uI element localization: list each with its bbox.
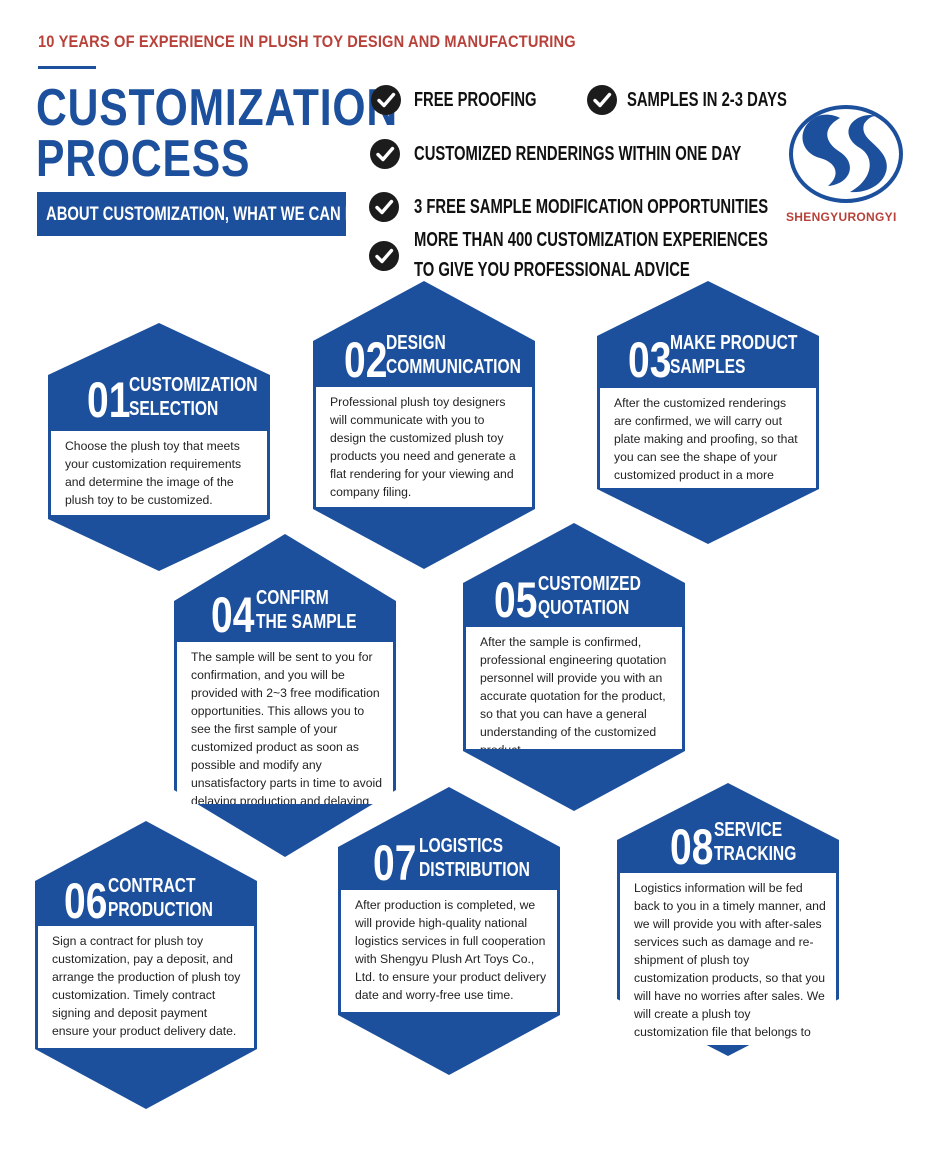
step-description: After the customized renderings are conf… xyxy=(600,388,816,488)
check-circle-icon xyxy=(371,85,401,115)
step-title-line2: COMMUNICATION xyxy=(386,356,521,378)
step-number: 07 xyxy=(373,835,417,891)
step-title-line1: CONTRACT xyxy=(108,875,196,897)
step-number: 08 xyxy=(670,819,714,875)
feature-samples-days: SAMPLES IN 2-3 DAYS xyxy=(627,89,787,111)
step-title-line1: DESIGN xyxy=(386,332,446,354)
step-card-03: 03 MAKE PRODUCT SAMPLES After the custom… xyxy=(596,280,820,545)
check-circle-icon xyxy=(369,241,399,271)
step-title-line1: MAKE PRODUCT xyxy=(670,332,798,354)
step-number: 01 xyxy=(87,372,131,428)
check-circle-icon xyxy=(370,139,400,169)
about-banner: ABOUT CUSTOMIZATION, WHAT WE CAN DO xyxy=(37,192,367,236)
page-title-line2: PROCESS xyxy=(36,130,251,188)
step-description: Choose the plush toy that meets your cus… xyxy=(51,431,267,515)
about-banner-text: ABOUT CUSTOMIZATION, WHAT WE CAN DO xyxy=(46,204,368,225)
step-title-line2: DISTRIBUTION xyxy=(419,859,530,881)
check-circle-icon xyxy=(587,85,617,115)
step-description: Logistics information will be fed back t… xyxy=(620,873,836,1045)
tagline: 10 YEARS OF EXPERIENCE IN PLUSH TOY DESI… xyxy=(38,32,576,51)
step-title-line1: CONFIRM xyxy=(256,587,329,609)
step-card-05: 05 CUSTOMIZED QUOTATION After the sample… xyxy=(462,522,686,812)
step-description: Professional plush toy designers will co… xyxy=(316,387,532,507)
step-title-line2: THE SAMPLE xyxy=(256,611,357,633)
step-title-line2: TRACKING xyxy=(714,843,797,865)
step-card-02: 02 DESIGN COMMUNICATION Professional plu… xyxy=(312,280,536,570)
step-card-01: 01 CUSTOMIZATION SELECTION Choose the pl… xyxy=(47,322,271,572)
feature-experience-line1: MORE THAN 400 CUSTOMIZATION EXPERIENCES xyxy=(414,229,768,251)
step-card-08: 08 SERVICE TRACKING Logistics informatio… xyxy=(616,782,840,1057)
step-number: 04 xyxy=(211,587,255,643)
step-description: After the sample is confirmed, professio… xyxy=(466,627,682,749)
step-title-line1: CUSTOMIZATION xyxy=(129,374,258,396)
step-description: After production is completed, we will p… xyxy=(341,890,557,1012)
step-title-line2: PRODUCTION xyxy=(108,899,213,921)
step-description: The sample will be sent to you for confi… xyxy=(177,642,393,804)
title-rule xyxy=(38,66,96,69)
brand-name: SHENGYURONGYI xyxy=(786,210,897,224)
step-title-line2: QUOTATION xyxy=(538,597,630,619)
step-card-07: 07 LOGISTICS DISTRIBUTION After producti… xyxy=(337,786,561,1076)
page-title-line1: CUSTOMIZATION xyxy=(36,79,399,137)
feature-modifications: 3 FREE SAMPLE MODIFICATION OPPORTUNITIES xyxy=(414,196,769,218)
step-title-line1: CUSTOMIZED xyxy=(538,573,641,595)
step-card-04: 04 CONFIRM THE SAMPLE The sample will be… xyxy=(173,533,397,858)
step-title-line2: SAMPLES xyxy=(670,356,746,378)
step-card-06: 06 CONTRACT PRODUCTION Sign a contract f… xyxy=(34,820,258,1110)
feature-experience-line2: TO GIVE YOU PROFESSIONAL ADVICE xyxy=(414,259,690,281)
step-number: 05 xyxy=(494,572,538,628)
step-number: 03 xyxy=(628,332,672,388)
step-number: 02 xyxy=(344,332,388,388)
step-title-line2: SELECTION xyxy=(129,398,219,420)
step-title-line1: SERVICE xyxy=(714,819,783,841)
step-description: Sign a contract for plush toy customizat… xyxy=(38,926,254,1048)
feature-renderings: CUSTOMIZED RENDERINGS WITHIN ONE DAY xyxy=(414,143,742,165)
step-number: 06 xyxy=(64,873,108,929)
feature-free-proofing: FREE PROOFING xyxy=(414,89,537,111)
check-circle-icon xyxy=(369,192,399,222)
ss-swirl-logo-icon xyxy=(789,105,903,203)
step-title-line1: LOGISTICS xyxy=(419,835,504,857)
